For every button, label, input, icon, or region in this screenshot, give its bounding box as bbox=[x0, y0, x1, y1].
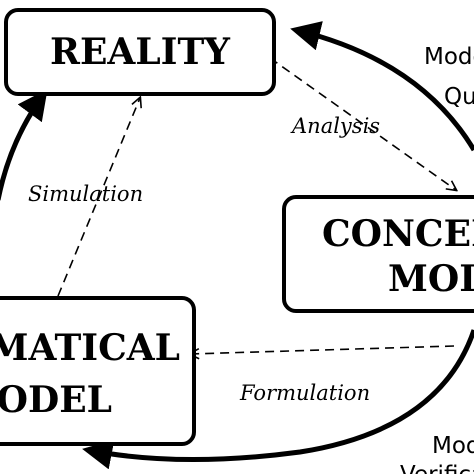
simulation-label: Simulation bbox=[28, 182, 143, 206]
mathematical-model-node: MATHEMATICAL MODEL bbox=[0, 296, 196, 446]
simulation-arrow bbox=[57, 98, 140, 297]
mathematical-model-title-line1: MATHEMATICAL bbox=[0, 327, 180, 369]
model-qualification-label-line2: Qualification bbox=[444, 84, 474, 110]
conceptual-model-title-line2: MODEL bbox=[388, 258, 474, 300]
cycle-arc-bottom bbox=[82, 329, 474, 470]
mathematical-model-title-line2: MODEL bbox=[0, 379, 112, 421]
formulation-arrow bbox=[190, 345, 455, 354]
cycle-arc-left bbox=[0, 89, 48, 201]
model-qualification-label-line1: Model bbox=[424, 44, 474, 70]
formulation-label: Formulation bbox=[239, 381, 370, 405]
reality-node: REALITY bbox=[4, 8, 276, 96]
analysis-arrow bbox=[269, 57, 456, 190]
analysis-label: Analysis bbox=[290, 114, 380, 138]
model-verification-label-line2: Verification bbox=[400, 462, 474, 474]
cycle-arc-top-right bbox=[290, 21, 474, 152]
conceptual-model-node: CONCEPTUAL MODEL bbox=[282, 195, 474, 313]
conceptual-model-title-line1: CONCEPTUAL bbox=[322, 213, 474, 255]
reality-title: REALITY bbox=[50, 31, 231, 73]
model-verification-label-line1: Model bbox=[432, 433, 474, 459]
